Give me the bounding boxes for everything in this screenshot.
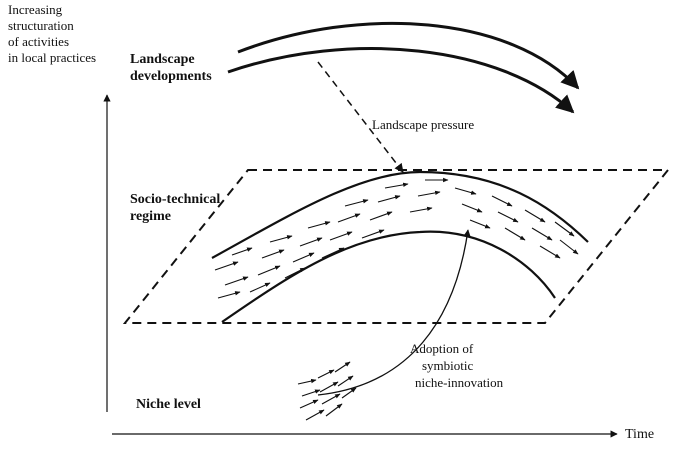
y-axis-label-line: structuration [8,18,74,33]
small-arrow [539,245,561,259]
regime-label-line: regime [130,209,171,224]
small-arrow [249,282,271,293]
regime-plane [122,169,671,324]
small-arrow [344,199,369,207]
niche-adoption-arrow [317,229,471,396]
small-arrow [284,267,306,279]
small-arrow [334,361,351,373]
landscape-arrow-lower [227,47,575,114]
regime-label-line: Socio-technical [130,192,220,207]
small-arrow [559,239,579,255]
adoption-label-line: Adoption of [410,341,474,356]
small-arrow [297,378,317,385]
niche-innovation-arrows [297,361,357,421]
adoption-label-line: symbiotic [422,358,474,373]
landscape-arrows [227,21,580,114]
regime-band-top [211,170,589,259]
landscape-arrow-upper [237,21,580,90]
small-arrow [319,381,339,393]
small-arrow [361,229,385,239]
small-arrow [261,249,285,259]
small-arrow [409,206,433,213]
small-arrow [301,389,321,397]
small-arrow [531,227,553,241]
small-arrow [491,195,513,207]
small-arrow [369,211,393,221]
adoption-label: Adoption of symbiotic niche-innovation [410,341,504,390]
small-arrow [325,403,343,417]
niche-level-label: Niche level [136,397,201,412]
y-axis-label-line: in local practices [8,50,96,65]
landscape-level-label: Landscape developments [130,52,212,84]
small-arrow [321,247,345,259]
small-arrow [524,209,546,223]
regime-alignment-arrows [214,177,579,299]
small-arrow [321,393,341,405]
small-arrow [461,203,483,213]
small-arrow [329,231,353,241]
small-arrow [384,182,409,189]
small-arrow [231,247,253,256]
small-arrow [337,213,361,223]
small-arrow [317,369,335,379]
small-arrow [224,276,249,286]
small-arrow [299,237,323,247]
regime-band [211,170,589,323]
small-arrow [269,235,293,243]
small-arrow [257,265,281,276]
small-arrow [377,195,401,203]
small-arrow [554,221,575,237]
y-axis-label-line: of activities [8,34,69,49]
small-arrow [454,187,477,195]
small-arrow [337,375,354,387]
small-arrow [469,219,491,229]
y-axis-label-line: Increasing [8,2,63,17]
regime-band-bottom [221,230,556,323]
small-arrow [417,190,441,197]
small-arrow [504,227,526,241]
landscape-label-line: Landscape [130,52,195,67]
small-arrow [217,291,241,299]
small-arrow [214,261,239,271]
small-arrow [497,211,519,223]
small-arrow [292,252,315,263]
small-arrow [305,409,325,421]
regime-level-label: Socio-technical regime [130,192,224,224]
adoption-label-line: niche-innovation [415,375,504,390]
small-arrow [307,221,331,229]
small-arrow [341,387,357,399]
x-axis-label: Time [625,427,654,442]
landscape-label-line: developments [130,69,212,84]
y-axis-label: Increasing structuration of activities i… [8,2,96,65]
small-arrow [299,399,319,409]
landscape-pressure-label: Landscape pressure [372,117,474,132]
